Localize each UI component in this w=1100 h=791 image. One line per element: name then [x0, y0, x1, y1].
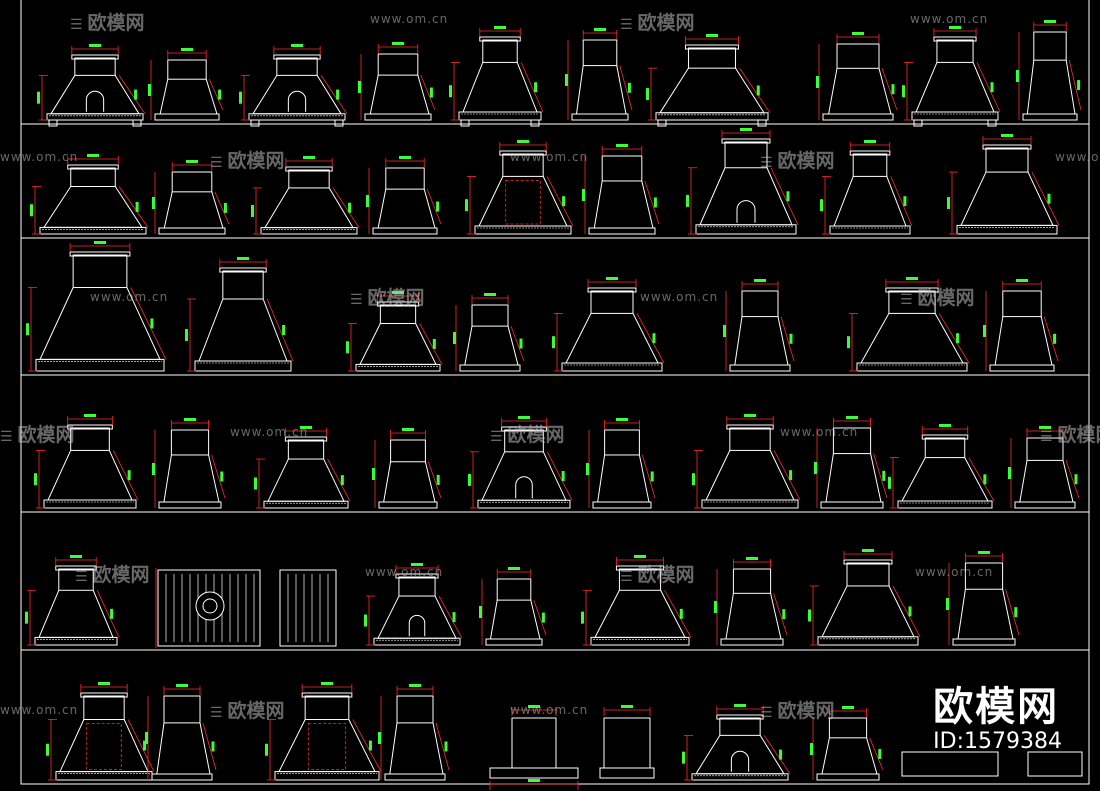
fireplace-hood-side [378, 684, 450, 781]
grille-panel-side [279, 569, 337, 647]
sheet-border [20, 0, 1090, 785]
fireplace-hood-side [479, 567, 547, 646]
fireplace-hood-drawings [25, 20, 1083, 790]
fireplace-hood-side [983, 279, 1059, 372]
fireplace-hood-front [808, 549, 921, 646]
fireplace-hood-front [682, 704, 791, 781]
fireplace-hood-side [148, 48, 224, 121]
fireplace-hood-front [251, 156, 360, 235]
fireplace-hood-side [358, 42, 436, 121]
fireplace-mantel [901, 751, 1083, 777]
fireplace-hood-front [239, 44, 348, 127]
fireplace-hood-front [686, 128, 799, 235]
fireplace-hood-front [26, 241, 167, 372]
fireplace-hood-front [888, 424, 995, 509]
fireplace-hood-side [946, 551, 1020, 646]
fireplace-hood-front [581, 555, 692, 646]
fireplace-hood-side [1016, 20, 1082, 121]
fireplace-hood-front [820, 140, 913, 235]
fireplace-hood-front [30, 154, 149, 235]
box-hood-front [489, 705, 579, 790]
sheet-frame [20, 0, 1090, 785]
fireplace-hood-front [254, 426, 351, 509]
fireplace-hood-side [814, 416, 888, 509]
grille-panel-front [155, 568, 261, 648]
fireplace-hood-side [565, 28, 633, 121]
fireplace-hood-front [265, 682, 382, 781]
fireplace-hood-front [468, 416, 573, 509]
fireplace-hood-side [152, 160, 230, 235]
fireplace-hood-side [366, 156, 442, 235]
brand-logo: 欧模网 [933, 684, 1060, 730]
fireplace-hood-front [34, 414, 139, 509]
box-hood-side [599, 705, 655, 779]
fireplace-hood-side [453, 293, 525, 372]
fireplace-hood-front [465, 140, 574, 235]
fireplace-hood-front [847, 277, 970, 372]
fireplace-hood-front [46, 682, 155, 781]
fireplace-hood-front [364, 563, 463, 646]
fireplace-hood-side [372, 428, 442, 509]
fireplace-hood-front [185, 257, 294, 372]
fireplace-hood-side [145, 684, 217, 781]
fireplace-hood-front [646, 34, 771, 127]
fireplace-hood-front [25, 555, 120, 646]
fireplace-hood-front [692, 414, 801, 509]
fireplace-hood-side [586, 418, 656, 509]
fireplace-hood-front [902, 26, 1001, 127]
fireplace-hood-side [816, 32, 898, 121]
fireplace-hood-side [714, 557, 788, 646]
fireplace-hood-front [37, 44, 146, 127]
fireplace-hood-side [810, 706, 884, 781]
fireplace-hood-front [346, 291, 443, 372]
brand-stamp: 欧模网 ID:1579384 [933, 685, 1062, 755]
fireplace-hood-front [947, 134, 1060, 235]
brand-id: ID:1579384 [933, 729, 1062, 754]
fireplace-hood-side [582, 144, 660, 235]
fireplace-hood-side [1008, 426, 1080, 509]
fireplace-hood-side [152, 418, 226, 509]
fireplace-hood-front [552, 277, 665, 372]
fireplace-hood-side [723, 279, 795, 372]
fireplace-hood-front [449, 26, 544, 127]
